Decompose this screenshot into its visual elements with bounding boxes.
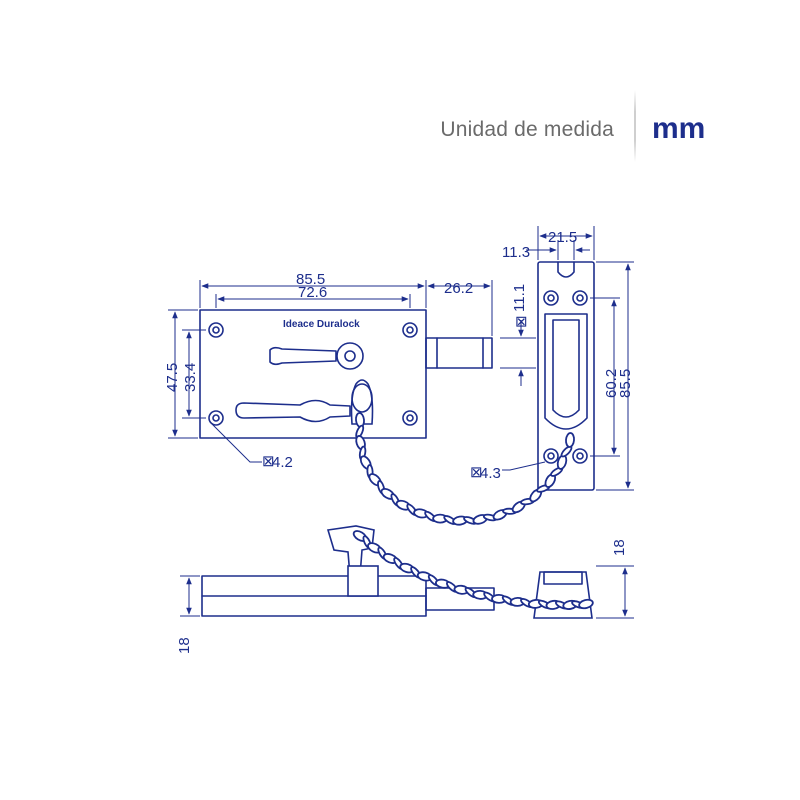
latch-dimensions: 85.5 72.6 26.2 47.5 33.4 ⊠ 4.2 (164, 271, 493, 471)
latch-plate (199, 309, 427, 439)
latch-bolt (425, 337, 493, 369)
dim-height-holes: 33.4 (182, 363, 199, 392)
dim-keeper-width: 21.5 (548, 229, 577, 246)
keeper-dimensions: 21.5 11.3 11.1 ⊠ 60.2 85.5 ⊠ 4.3 (470, 226, 634, 491)
keeper-screw-holes (543, 290, 588, 464)
chain-link (565, 432, 575, 448)
unit-value: mm (652, 112, 706, 145)
chain-side (352, 530, 594, 610)
dim-latch-depth: 18 (176, 637, 193, 654)
latch-screw-holes (208, 322, 418, 426)
dim-keeper-hole-diameter: 4.3 (480, 465, 501, 482)
keeper-front-view (537, 261, 595, 491)
dim-keeper-height-holes: 60.2 (603, 369, 620, 398)
latch-front-view: Ideace Duralock (199, 309, 493, 439)
dim-keeper-depth: 18 (611, 539, 628, 556)
chain-link (578, 598, 594, 610)
side-anchor-base (347, 565, 379, 597)
keeper-plate (537, 261, 595, 491)
dim-width-total: 85.5 (296, 271, 325, 288)
bolt-knob (336, 342, 364, 370)
upper-slot (269, 346, 337, 366)
dim-width-holes: 72.6 (298, 284, 327, 301)
unit-header: Unidad de medida mm (0, 0, 800, 200)
keeper-recess (544, 313, 588, 430)
dim-keeper-height-total: 85.5 (617, 369, 634, 398)
dim-keeper-slot: 11.3 (502, 244, 530, 261)
unit-label: Unidad de medida (440, 118, 614, 141)
diameter-symbol-latch: ⊠ (262, 453, 275, 470)
side-dimensions: 18 18 (176, 539, 634, 654)
chain-link (355, 412, 365, 428)
unit-divider (634, 90, 636, 162)
lower-slot (235, 399, 351, 423)
brand-label: Ideace Duralock (283, 319, 360, 330)
keeper-slot (557, 261, 575, 278)
dim-hole-diameter: 4.2 (272, 454, 293, 471)
dim-bolt-length: 26.2 (444, 280, 473, 297)
diameter-symbol-keeper: ⊠ (470, 464, 483, 481)
dim-height-total: 47.5 (164, 363, 181, 392)
chain-front (355, 412, 575, 526)
side-keeper (533, 571, 593, 619)
dim-bolt-offset: 11.1 (511, 284, 528, 312)
diameter-symbol-offset: ⊠ (513, 315, 530, 328)
